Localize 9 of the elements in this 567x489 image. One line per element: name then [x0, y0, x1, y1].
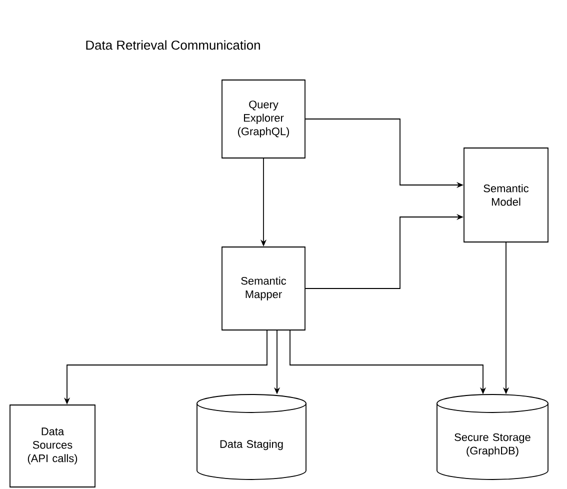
cylinder-node: Data Staging [196, 394, 306, 480]
cylinder-node: Secure Storage (GraphDB) [436, 394, 548, 480]
process-box: Query Explorer (GraphQL) [222, 80, 306, 158]
process-box: Data Sources (API calls) [10, 404, 96, 488]
diagram-title: Data Retrieval Communication [86, 40, 260, 50]
node-label: Data Staging [220, 440, 283, 450]
process-box: Semantic Model [464, 148, 548, 242]
process-box: Semantic Mapper [222, 246, 306, 330]
node-label: Secure Storage (GraphDB) [454, 433, 530, 457]
